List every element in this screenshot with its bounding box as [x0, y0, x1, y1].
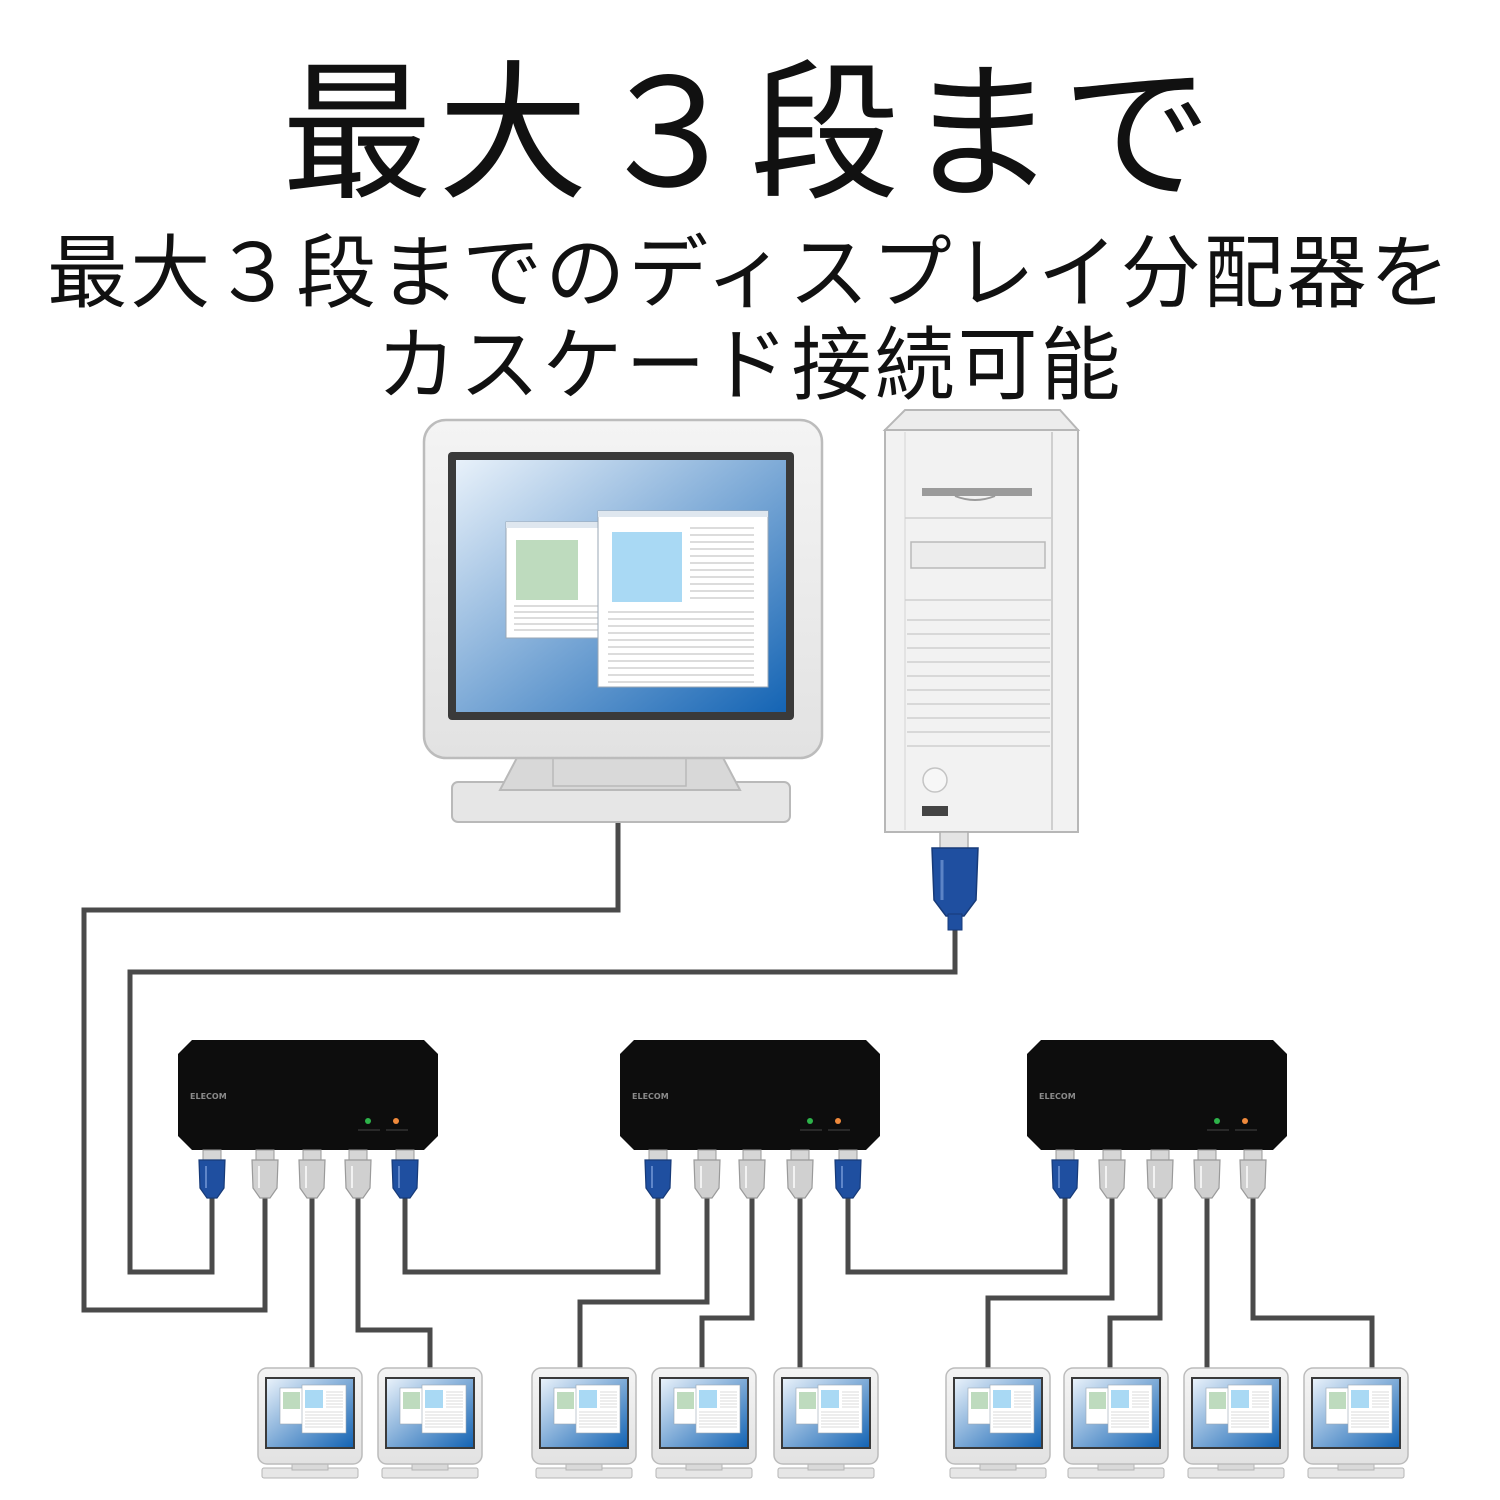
cable-out-2b	[699, 1198, 755, 1372]
brand-label: ELECOM	[190, 1092, 227, 1101]
blue-photo	[612, 532, 682, 602]
status-led	[835, 1118, 841, 1124]
drive-bay	[910, 541, 1046, 569]
output-monitors	[257, 1367, 1409, 1479]
subtitle-line-2: カスケード接続可能	[376, 319, 1124, 412]
vga-connector-gray	[1239, 1149, 1267, 1199]
vga-connector-gray	[738, 1149, 766, 1199]
page-subtitle: 最大３段までのディスプレイ分配器を カスケード接続可能	[0, 228, 1500, 412]
vga-connector-blue	[834, 1149, 862, 1199]
vga-connector-gray	[1146, 1149, 1174, 1199]
splitter-1: ELECOM	[178, 1040, 438, 1150]
vga-connector-gray	[693, 1149, 721, 1199]
green-photo	[516, 540, 578, 600]
power-led	[1214, 1118, 1220, 1124]
status-led	[1242, 1118, 1248, 1124]
output-monitor	[1183, 1367, 1289, 1479]
back-window	[505, 521, 609, 639]
output-monitor	[531, 1367, 637, 1479]
vga-connector-gray	[251, 1149, 279, 1199]
output-monitor	[945, 1367, 1051, 1479]
power-button	[922, 767, 948, 793]
cable-cascade-2-3	[845, 1198, 1068, 1275]
vga-connector-blue	[644, 1149, 672, 1199]
brand-label: ELECOM	[632, 1092, 669, 1101]
splitters: ELECOM ELECOM ELECOM	[178, 1040, 1287, 1150]
output-monitor	[773, 1367, 879, 1479]
status-led	[393, 1118, 399, 1124]
cable-source-pc	[127, 928, 958, 1275]
cable-out-3d	[1250, 1198, 1375, 1372]
cable-cascade-1-2	[402, 1198, 661, 1275]
output-monitor	[257, 1367, 363, 1479]
output-monitor	[377, 1367, 483, 1479]
splitter-connectors	[198, 1149, 1267, 1199]
cables	[81, 820, 1375, 1372]
subtitle-line-1: 最大３段までのディスプレイ分配器を	[47, 227, 1453, 320]
brand-label: ELECOM	[1039, 1092, 1076, 1101]
splitter-2: ELECOM	[620, 1040, 880, 1150]
vga-connector-gray	[344, 1149, 372, 1199]
power-led	[365, 1118, 371, 1124]
vga-connector-gray	[786, 1149, 814, 1199]
cable-out-3a	[985, 1198, 1115, 1372]
page-title: 最大３段まで	[281, 48, 1218, 222]
pc-tower	[882, 409, 1081, 833]
vga-connector-blue	[1051, 1149, 1079, 1199]
output-monitor	[651, 1367, 757, 1479]
splitter-3: ELECOM	[1027, 1040, 1287, 1150]
cable-out-3b	[1107, 1198, 1163, 1372]
cable-out-2a	[577, 1198, 710, 1372]
vga-connector-gray	[1193, 1149, 1221, 1199]
output-monitor	[1063, 1367, 1169, 1479]
output-monitor	[1303, 1367, 1409, 1479]
front-window	[597, 510, 769, 688]
drive-slot	[922, 488, 1032, 496]
vga-connector-gray	[1098, 1149, 1126, 1199]
source-monitor	[422, 418, 824, 823]
power-led	[807, 1118, 813, 1124]
pc-vga-connector	[931, 831, 979, 931]
usb-port	[922, 806, 948, 816]
cable-out-1b	[355, 1198, 433, 1372]
vga-connector-blue	[391, 1149, 419, 1199]
vga-connector-gray	[298, 1149, 326, 1199]
cable-source-monitor	[81, 820, 621, 1313]
vga-connector-blue	[198, 1149, 226, 1199]
